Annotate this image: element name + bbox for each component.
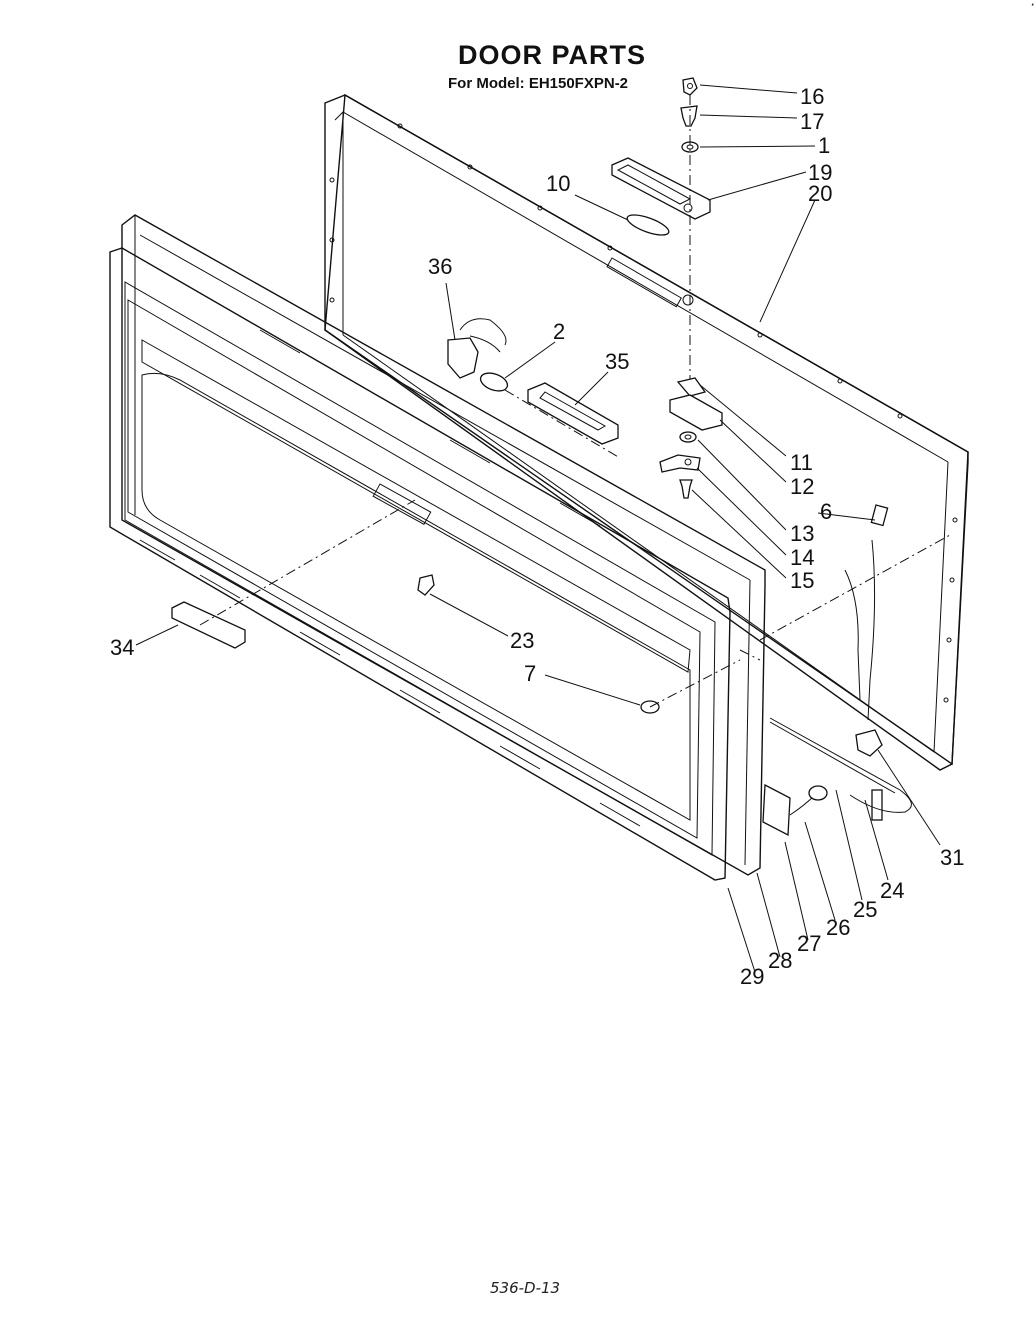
callout-20: 20 <box>808 181 832 206</box>
callout-17: 17 <box>800 109 824 134</box>
outer-door-panel <box>121 214 766 876</box>
corner-mark: · <box>1030 0 1035 14</box>
callout-29: 29 <box>740 964 764 989</box>
model-subtitle: For Model: EH150FXPN-2 <box>448 75 629 92</box>
leader-lines <box>135 84 941 973</box>
callout-27: 27 <box>797 931 821 956</box>
callout-28: 28 <box>768 948 792 973</box>
callout-35: 35 <box>605 349 629 374</box>
callout-10: 10 <box>546 171 570 196</box>
frame-holes <box>329 123 958 703</box>
callout-16: 16 <box>800 84 824 109</box>
callout-13: 13 <box>790 521 814 546</box>
page-title: DOOR PARTS <box>458 40 647 70</box>
hinge-assembly <box>611 77 723 499</box>
callout-1: 1 <box>818 133 830 158</box>
drawing-number: 536-D-13 <box>490 1279 560 1297</box>
callout-34: 34 <box>110 635 134 660</box>
callout-36: 36 <box>428 254 452 279</box>
light-switch-assembly <box>447 318 621 459</box>
callout-26: 26 <box>826 915 850 940</box>
wiring-parts <box>739 504 951 837</box>
callout-14: 14 <box>790 545 814 570</box>
callout-7: 7 <box>524 661 536 686</box>
handle-parts <box>171 499 741 714</box>
callout-11: 11 <box>790 450 813 475</box>
callout-6: 6 <box>820 499 832 524</box>
liner-slots <box>139 329 641 827</box>
callout-labels: 16 17 1 19 20 10 36 2 35 11 12 6 13 14 1… <box>110 84 964 989</box>
door-liner-frame <box>324 93 969 771</box>
callout-31: 31 <box>940 845 964 870</box>
callout-19: 19 <box>808 160 832 185</box>
callout-23: 23 <box>510 628 534 653</box>
callout-15: 15 <box>790 568 814 593</box>
callout-24: 24 <box>880 878 904 903</box>
inner-door-liner <box>109 247 731 881</box>
callout-2: 2 <box>553 319 565 344</box>
callout-12: 12 <box>790 474 814 499</box>
callout-25: 25 <box>853 897 877 922</box>
